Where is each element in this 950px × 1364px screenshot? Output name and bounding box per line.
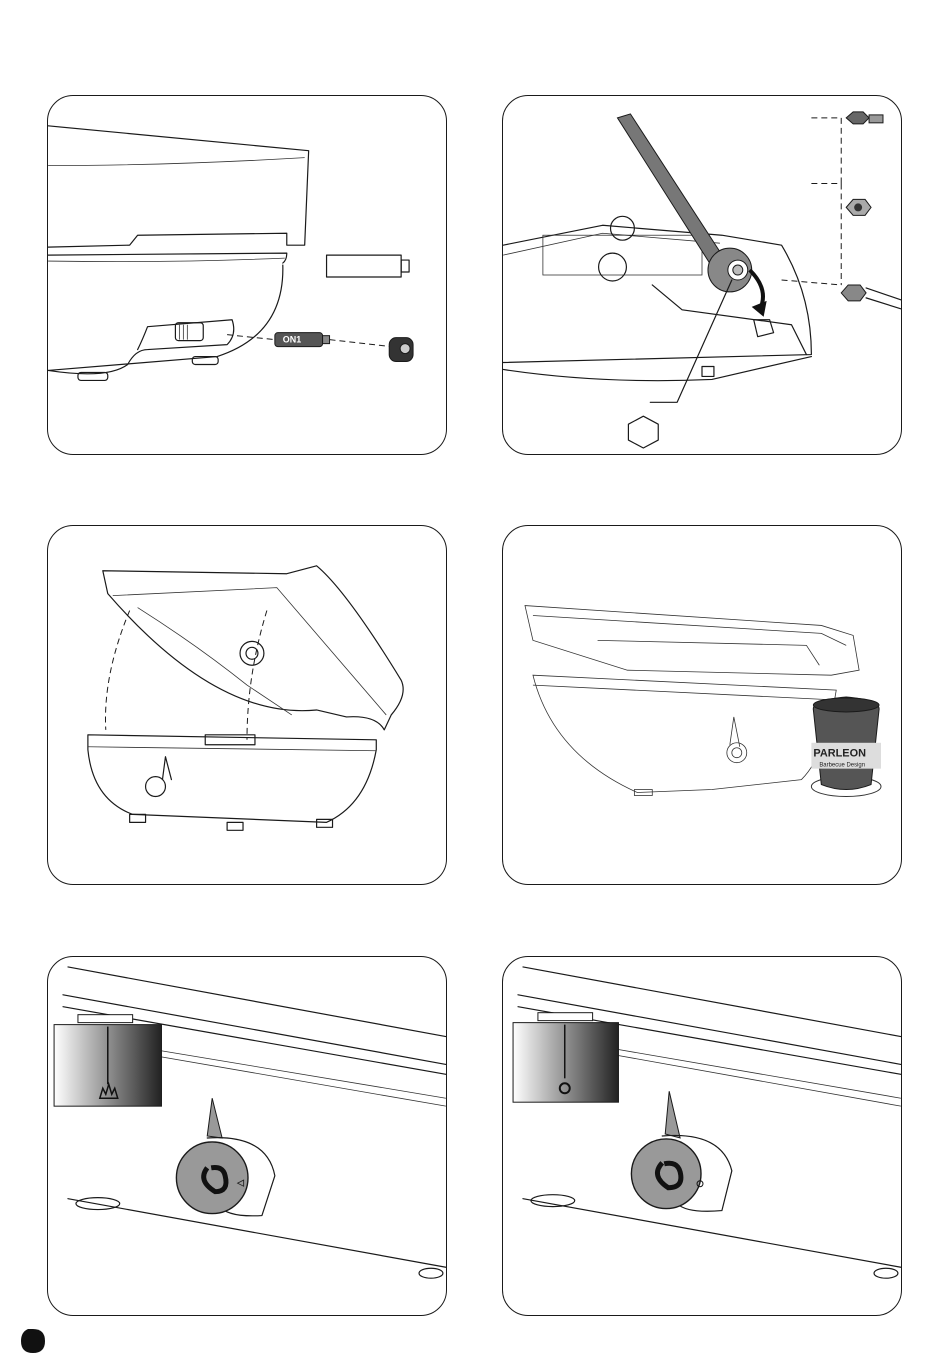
battery-install-illustration: ON1 (48, 96, 446, 454)
gas-connection-illustration (503, 96, 901, 454)
grill-with-cup-illustration: PARLEON Barbecue Design (503, 526, 901, 884)
knob-inset (513, 1013, 618, 1102)
battery: ON1 (275, 333, 330, 347)
fitting-top (846, 112, 883, 124)
panel-gas-connection (502, 95, 902, 455)
knob-inset (54, 1015, 161, 1106)
panel-battery-install: ON1 (47, 95, 447, 455)
control-knob: ◁ (176, 1098, 274, 1216)
panel-lid-assembly (47, 525, 447, 885)
panel-knob-off-position (502, 956, 902, 1316)
fitting-middle (846, 199, 871, 215)
hexagon-icon (628, 416, 658, 448)
battery-icon (327, 255, 410, 277)
panel-grill-with-cup: PARLEON Barbecue Design (502, 525, 902, 885)
knob-off-illustration (503, 957, 901, 1315)
cup-brand: PARLEON (813, 748, 866, 760)
knob-max-illustration: ◁ (48, 957, 446, 1315)
cup-tagline: Barbecue Design (819, 763, 865, 769)
panel-knob-max-position: ◁ (47, 956, 447, 1316)
lid-assembly-illustration (48, 526, 446, 884)
page-marker-icon (18, 1326, 48, 1356)
svg-text:◁: ◁ (236, 1178, 245, 1188)
fitting-bottom (841, 285, 901, 309)
control-knob (631, 1091, 731, 1211)
cup: PARLEON Barbecue Design (811, 697, 881, 796)
battery-cap (389, 338, 413, 362)
wrench (617, 114, 751, 292)
battery-label: ON1 (283, 335, 301, 345)
